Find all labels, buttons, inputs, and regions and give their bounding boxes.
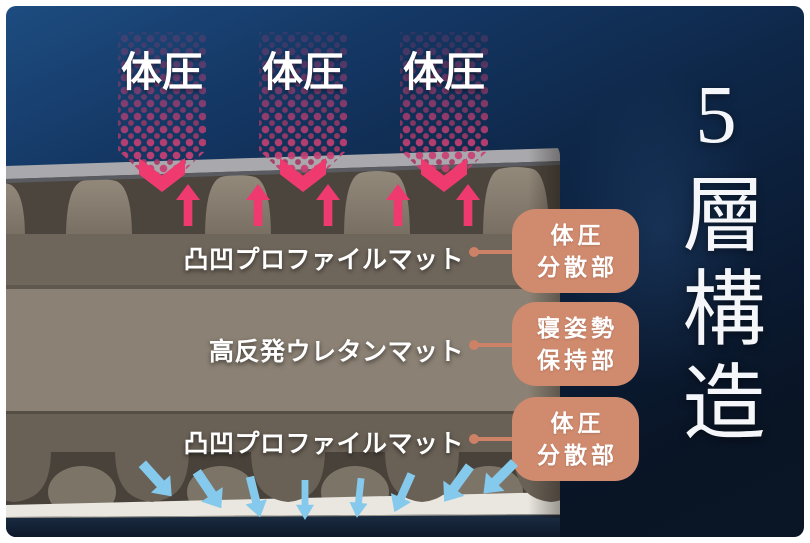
layer-label-bottom: 凸凹プロファイルマット	[183, 430, 464, 458]
pressure-label: 体圧	[121, 49, 203, 95]
connector-dot	[469, 434, 479, 444]
badge-posture-support: 寝姿勢保持部	[512, 302, 639, 386]
mattress-cross-section	[6, 140, 560, 537]
layer-seam-bottom	[6, 411, 560, 415]
layer-label-top: 凸凹プロファイルマット	[183, 246, 464, 274]
badge-pressure-dispersion-top: 体圧分散部	[512, 209, 639, 293]
pressure-label: 体圧	[262, 49, 344, 95]
floor-shadow	[6, 515, 560, 537]
layer-label-middle: 高反発ウレタンマット	[208, 338, 464, 366]
connector-line	[476, 437, 514, 441]
connector-dot	[469, 340, 479, 350]
bottom-profile-base	[6, 414, 560, 454]
connector-dot	[469, 247, 479, 257]
middle-layer	[6, 289, 560, 413]
pressure-label: 体圧	[403, 49, 485, 95]
connector-line	[476, 250, 514, 254]
badge-pressure-dispersion-bottom: 体圧分散部	[512, 397, 639, 481]
page-title: 5層構造	[670, 68, 762, 453]
top-valley-shadow	[6, 160, 560, 242]
mattress-illustration	[6, 148, 560, 537]
navy-background: 体圧 体圧 体圧 凸凹プロファイルマット 高反発ウレタンマット 凸凹プロファイル…	[6, 6, 804, 537]
connector-line	[476, 343, 514, 347]
top-profile-base	[6, 234, 560, 287]
layer-seam-top	[6, 285, 560, 290]
